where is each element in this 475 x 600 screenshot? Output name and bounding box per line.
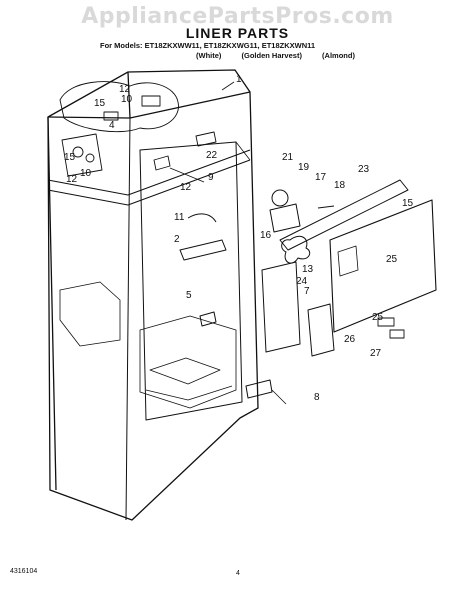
callout-12c: 12	[180, 182, 192, 193]
callout-labels: 1 15 12 10 4 15 12 10 22 12 9 21 19 17 1…	[64, 74, 414, 403]
callout-10b: 10	[80, 168, 92, 179]
callout-23: 23	[358, 164, 370, 175]
watermark: AppliancePartsPros.com	[81, 4, 394, 29]
variant-almond: (Almond)	[322, 51, 355, 60]
evaporator-cover	[329, 199, 437, 333]
callout-2: 2	[174, 234, 180, 245]
variant-golden-harvest: (Golden Harvest)	[241, 51, 302, 60]
callout-12a: 12	[119, 84, 131, 95]
callout-11: 11	[174, 212, 185, 223]
callout-13: 13	[302, 264, 314, 275]
liner-outline	[47, 69, 259, 521]
callout-25a: 25	[386, 254, 398, 265]
callout-1: 1	[236, 74, 242, 85]
callout-24: 24	[296, 276, 308, 287]
callout-26: 26	[344, 334, 356, 345]
page-number: 4	[236, 570, 240, 577]
callout-4: 4	[109, 120, 115, 131]
callout-18: 18	[334, 180, 346, 191]
color-variants: (White) (Golden Harvest) (Almond)	[196, 51, 396, 60]
callout-10a: 10	[121, 94, 133, 105]
callout-17: 17	[315, 172, 327, 183]
callout-25b: 25	[372, 312, 384, 323]
callout-27: 27	[370, 348, 382, 359]
callout-5: 5	[186, 290, 192, 301]
callout-22: 22	[206, 150, 218, 161]
page-title: LINER PARTS	[185, 25, 290, 41]
callout-15b: 15	[64, 152, 76, 163]
callout-7: 7	[304, 286, 310, 297]
callout-21: 21	[282, 152, 294, 163]
callout-16: 16	[260, 230, 272, 241]
callout-15a: 15	[94, 98, 106, 109]
callout-19: 19	[298, 162, 310, 173]
models-line: For Models: ET18ZKXWW11, ET18ZKXWG11, ET…	[100, 41, 316, 50]
variant-white: (White)	[196, 51, 222, 60]
callout-12b: 12	[66, 174, 78, 185]
callout-8: 8	[314, 392, 320, 403]
footer-code: 4316104	[10, 568, 38, 575]
callout-15c: 15	[402, 198, 414, 209]
callout-9: 9	[208, 172, 214, 183]
